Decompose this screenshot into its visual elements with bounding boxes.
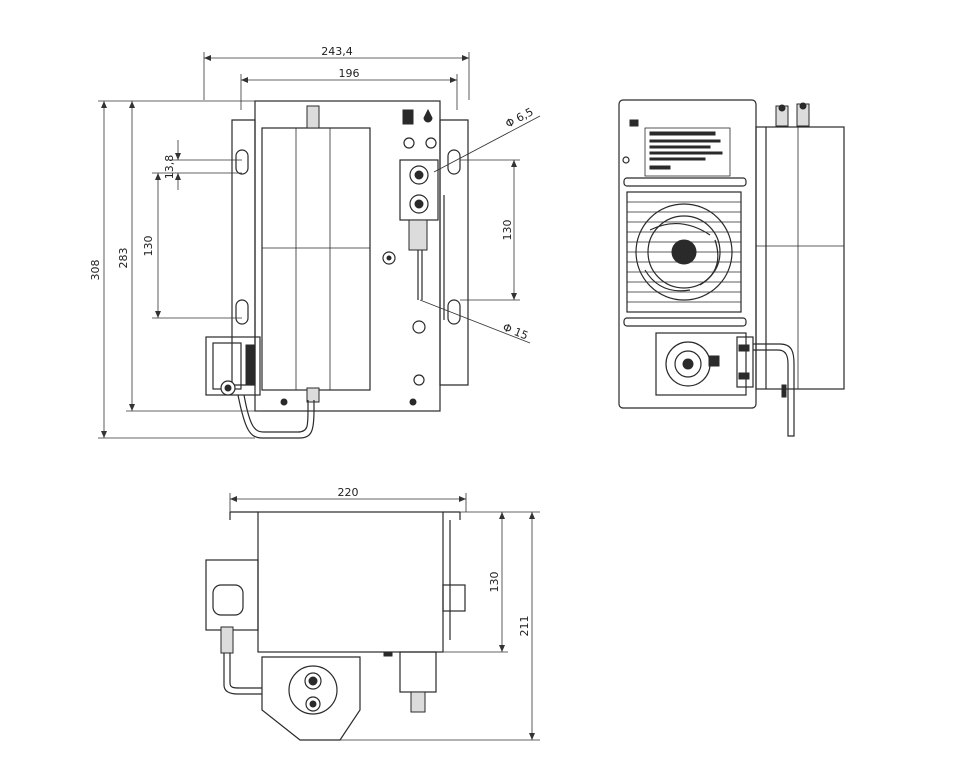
pump-head-icon	[205, 559, 259, 654]
dim-bottom-depth: 130	[488, 572, 501, 593]
back-plate	[254, 100, 441, 412]
dim-total-width: 243,4	[321, 45, 353, 58]
bottom-fitting-icon	[306, 387, 320, 403]
dim-hole-diameter: Φ 15	[501, 321, 530, 343]
bottom-view: 220 130 211	[205, 486, 540, 741]
side-view	[618, 99, 845, 437]
dim-inner-width: 196	[339, 67, 360, 80]
bottom-housing	[257, 511, 444, 653]
heatsink-body	[261, 127, 371, 391]
fixing-point-icon	[382, 251, 396, 265]
dim-bottom-width: 220	[338, 486, 359, 499]
dim-offset: 13,8	[163, 155, 176, 180]
pump-head-icon	[205, 336, 261, 396]
dim-hole-spacing: 130	[142, 236, 155, 257]
dim-body-height: 283	[117, 248, 130, 269]
port-fitting-icon	[408, 219, 428, 251]
top-fitting-icon	[306, 105, 320, 129]
dim-right-spacing: 130	[501, 220, 514, 241]
pump-head-icon	[655, 332, 754, 396]
dim-bottom-total-depth: 211	[518, 616, 531, 637]
fan-grille-icon	[626, 191, 742, 313]
dim-total-height: 308	[89, 260, 102, 281]
label-plate-icon	[622, 119, 747, 187]
fitting-icon	[399, 651, 437, 693]
front-view: 243,4 196 308 283 130 13,8 130 Φ 6,5	[89, 45, 541, 439]
warning-symbols-icon	[402, 108, 437, 149]
